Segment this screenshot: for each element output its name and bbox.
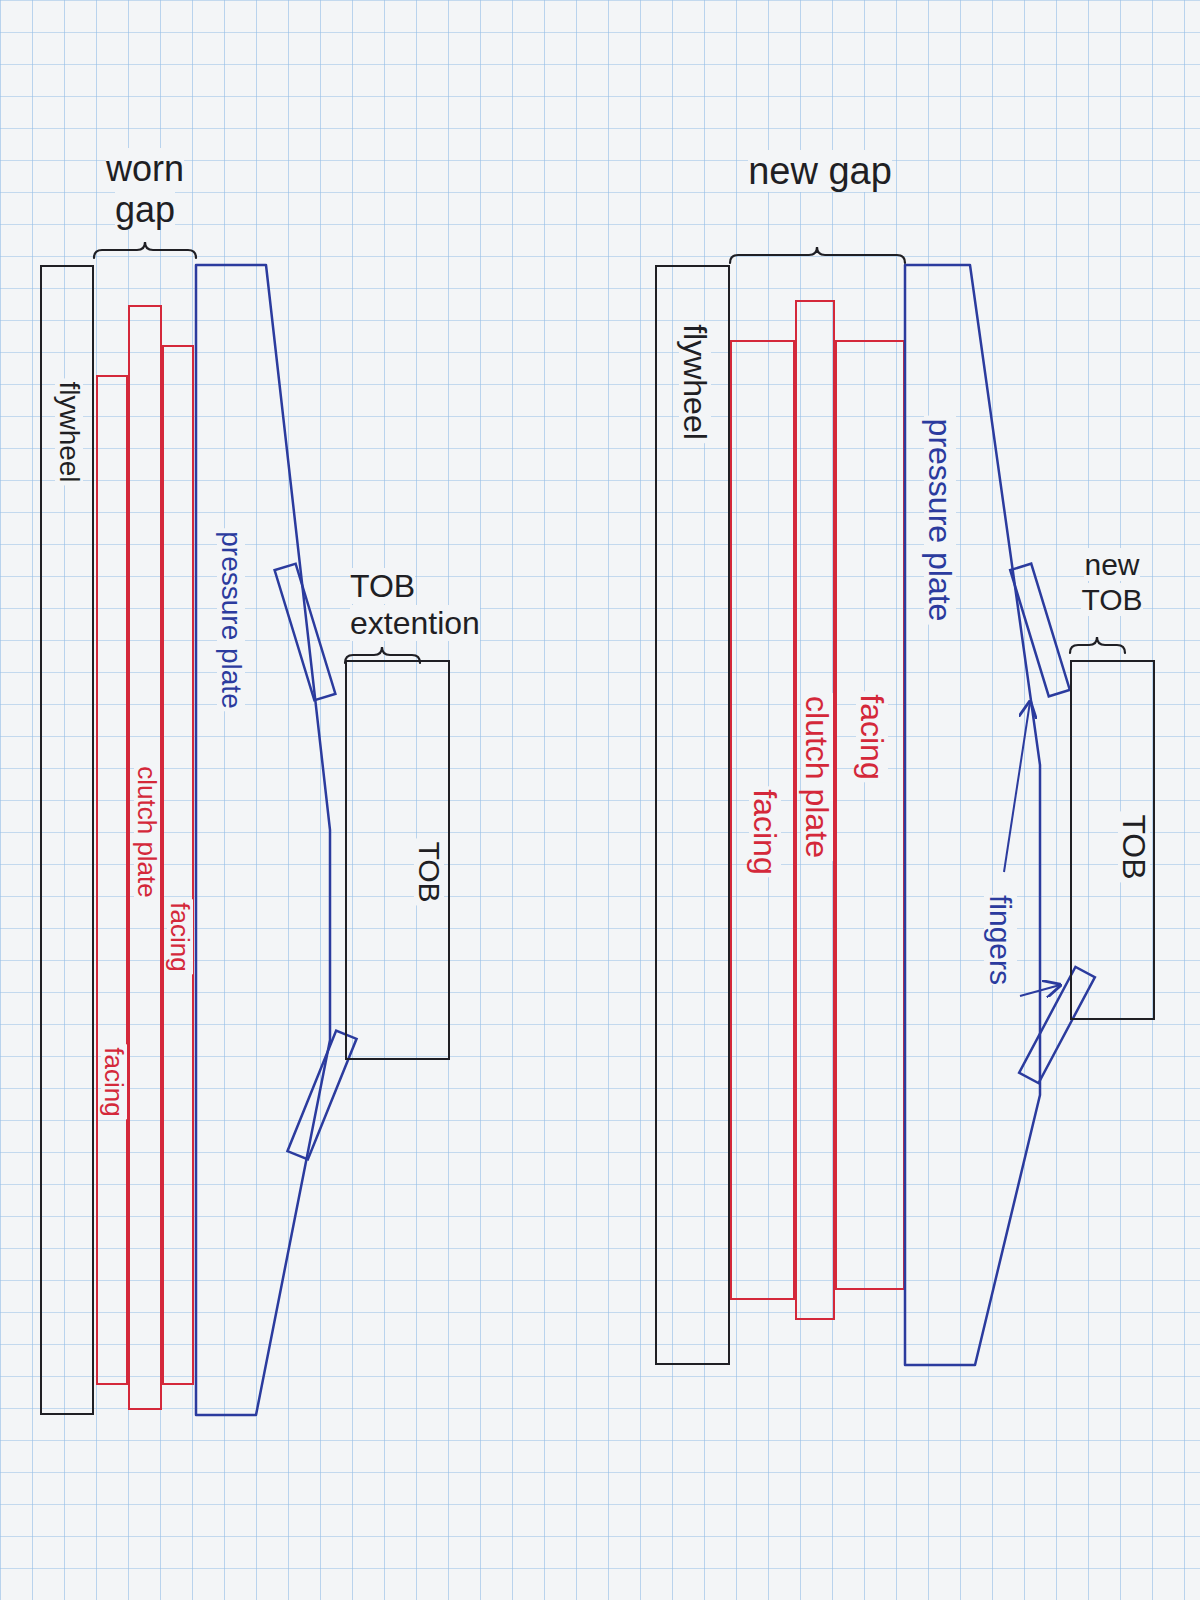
part-name: clutch plate <box>134 763 160 901</box>
flywheel-block: flywheel <box>655 265 730 1365</box>
gap-label: new gap <box>700 150 940 194</box>
pressure-plate: pressure plate <box>196 265 330 1415</box>
facing-strip: facing <box>730 340 795 1300</box>
plate-outline-path <box>905 265 1040 1365</box>
part-name: facing <box>167 899 193 974</box>
part-label: fingers <box>985 895 1015 985</box>
part-name: flywheel <box>679 321 711 443</box>
part-name: flywheel <box>55 378 83 485</box>
facing-strip: facing <box>96 375 128 1385</box>
part-name: pressure plate <box>217 528 245 711</box>
extension-bracket <box>1070 637 1125 653</box>
throwout-bearing: TOB <box>1070 660 1155 1020</box>
pressure-plate: pressure plate <box>905 265 1045 1365</box>
facing-strip: facing <box>162 345 194 1385</box>
extension-label: TOB extention <box>350 568 550 642</box>
label-text: new gap <box>748 150 892 192</box>
part-name: pressure plate <box>924 416 956 625</box>
clutch-plate: clutch plate <box>128 305 162 1410</box>
part-name: TOB <box>414 838 444 905</box>
facing-strip: facing <box>835 340 905 1290</box>
part-name: facing <box>856 691 888 782</box>
throwout-bearing: TOB <box>345 660 450 1060</box>
gap-label: worn gap <box>90 148 200 231</box>
flywheel-block: flywheel <box>40 265 94 1415</box>
part-name: clutch plate <box>801 693 833 861</box>
gap-bracket <box>94 242 196 258</box>
finger <box>1019 967 1095 1083</box>
label-text: new TOB <box>1081 548 1142 616</box>
label-text: TOB extention <box>350 568 480 641</box>
leader-arrow <box>1004 702 1030 872</box>
part-name: TOB <box>1118 811 1150 882</box>
gap-bracket <box>730 247 905 263</box>
label-text: worn gap <box>106 148 184 230</box>
part-name: facing <box>101 1044 127 1119</box>
extension-label: new TOB <box>1072 548 1152 617</box>
label-text: fingers <box>984 895 1017 985</box>
plate-outline-path <box>196 265 330 1415</box>
finger <box>275 564 336 700</box>
plate-outline <box>196 265 330 1415</box>
clutch-plate: clutch plate <box>795 300 835 1320</box>
finger <box>1010 564 1070 697</box>
part-name: facing <box>749 786 781 877</box>
